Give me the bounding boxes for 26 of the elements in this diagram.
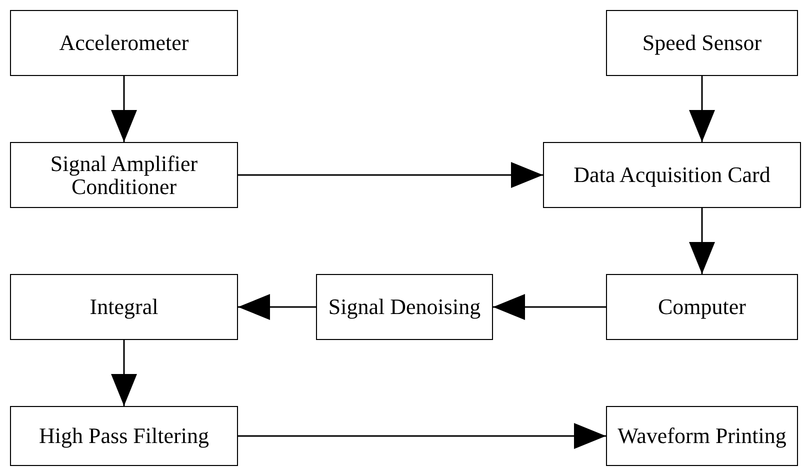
arrow: [111, 340, 137, 406]
process-box: [10, 10, 238, 76]
box-label: Data Acquisition Card: [574, 163, 770, 187]
box-label: Signal Amplifier Conditioner: [49, 152, 199, 198]
arrow: [238, 294, 316, 320]
box-label: Speed Sensor: [642, 31, 762, 55]
process-box: [543, 142, 801, 208]
box-label: Integral: [90, 295, 158, 319]
process-box: [10, 142, 238, 208]
box-label: Computer: [658, 295, 746, 319]
arrow: [238, 423, 606, 449]
box-label: Waveform Printing: [618, 424, 786, 448]
arrow: [689, 76, 715, 142]
process-box: [606, 406, 798, 466]
process-box: [606, 274, 798, 340]
process-box: [10, 406, 238, 466]
box-label: Accelerometer: [59, 31, 189, 55]
box-label: Signal Denoising: [328, 295, 481, 319]
process-box: [316, 274, 493, 340]
box-label: High Pass Filtering: [39, 424, 209, 448]
process-box: [10, 274, 238, 340]
arrow: [111, 76, 137, 142]
process-box: [606, 10, 798, 76]
arrow: [238, 162, 543, 188]
arrow: [689, 208, 715, 274]
arrow: [493, 294, 606, 320]
